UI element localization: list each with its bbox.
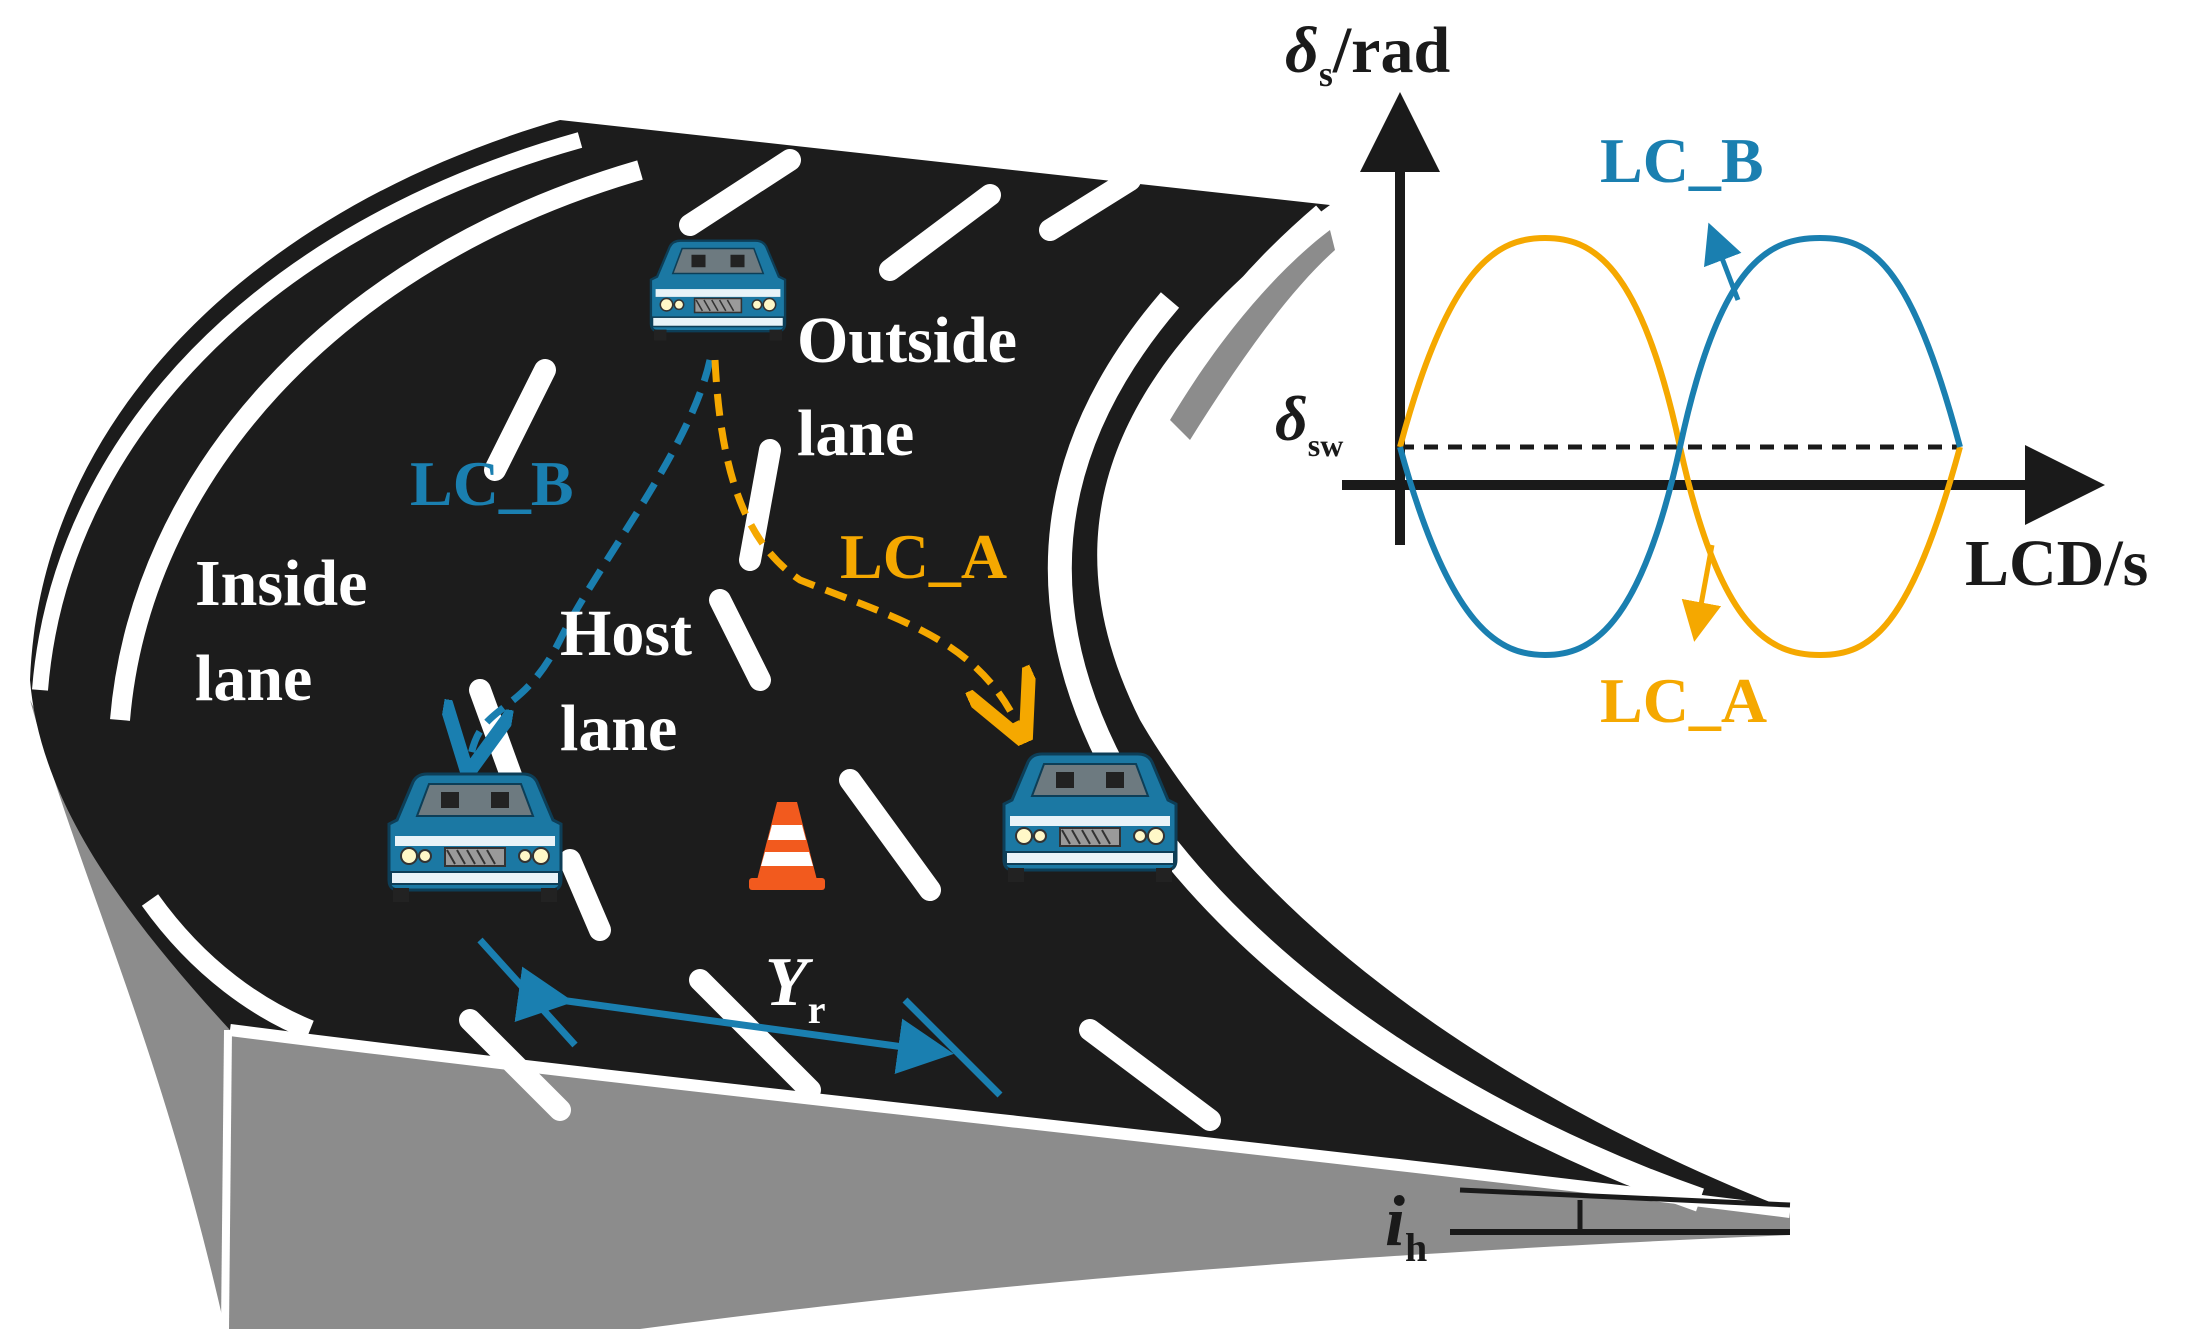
legend-lc-b: LC_B [1600, 125, 1764, 196]
label-host-lane-2: lane [560, 692, 677, 765]
arrow-icon [1704, 222, 1742, 301]
edge-line-right-outer [1137, 205, 1793, 1196]
label-lc-b-road: LC_B [410, 448, 574, 519]
label-outside-lane-2: lane [797, 397, 914, 470]
arrow-icon [1681, 544, 1722, 642]
baseline-label: δsw [1275, 383, 1343, 463]
edge-line-left-outer [32, 132, 583, 691]
label-inside-lane-1: Inside [195, 547, 367, 620]
x-axis-label: LCD/s [1965, 527, 2148, 600]
path-lc-a [711, 359, 1020, 730]
car-icon [1002, 752, 1178, 884]
curve-lc-b [1397, 234, 1963, 659]
road-embankment [30, 700, 1790, 1329]
barrier-right [1170, 230, 1335, 440]
label-inside-lane-2: lane [195, 642, 312, 715]
edge-line-left-inner [110, 160, 643, 1040]
label-outside-lane-1: Outside [797, 304, 1017, 377]
yr-dimension [477, 937, 1003, 1098]
road-surface [30, 120, 1790, 1210]
car-icon [387, 772, 563, 904]
steering-chart: δs/rad LCD/s δsw LC_B LC_A [1275, 14, 2148, 736]
label-yr: Yr [765, 944, 826, 1032]
y-axis-label: δs/rad [1285, 14, 1450, 94]
label-host-lane-1: Host [560, 597, 692, 670]
traffic-cone-icon [749, 802, 825, 890]
car-icon [649, 239, 787, 342]
edge-line-bottom [229, 1024, 1791, 1218]
path-lc-b [470, 359, 714, 760]
road-illustration: Outside lane Inside lane Host lane LC_B … [30, 120, 1793, 1329]
label-lc-a-road: LC_A [840, 521, 1007, 592]
slope-indicator [1450, 1187, 1791, 1235]
legend-lc-a: LC_A [1600, 665, 1767, 736]
label-ih: ih [1385, 1181, 1427, 1270]
